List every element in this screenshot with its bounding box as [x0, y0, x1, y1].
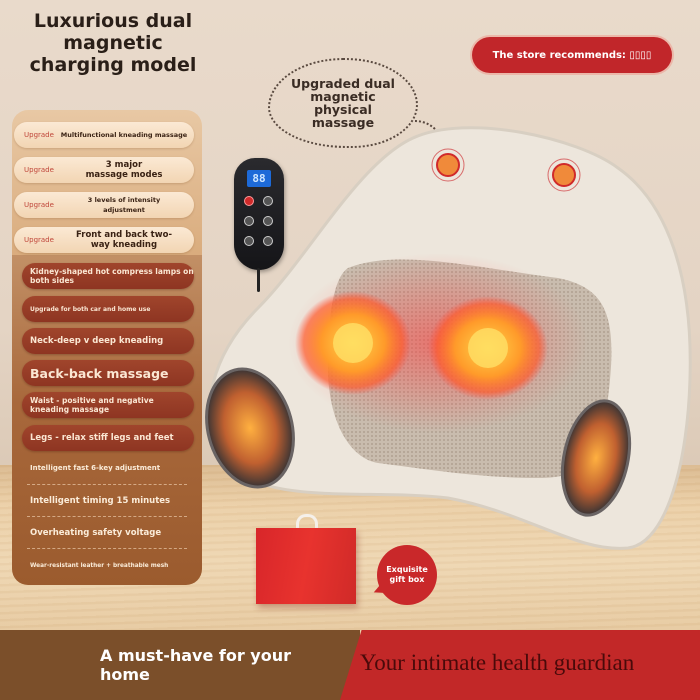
upgrade-tag: Upgrade: [24, 201, 54, 209]
divider: [27, 484, 187, 485]
footer-left-text: A must-have for your home: [100, 646, 291, 684]
feature-item: Neck-deep v deep kneading: [22, 328, 194, 354]
gift-box-image: [256, 528, 356, 604]
feature-item: Upgrade for both car and home use: [22, 296, 194, 322]
upgrade-tag: Upgrade: [24, 166, 54, 174]
direction-button-icon: [244, 216, 254, 226]
massage-pillow-image: [205, 126, 692, 550]
upgrade-text: 3 levels of intensity adjustment: [87, 196, 161, 214]
gift-box-handle: [296, 514, 318, 530]
upgrade-tag: Upgrade: [24, 131, 54, 139]
spec-item: Wear-resistant leather + breathable mesh: [30, 563, 169, 569]
intensity-button-icon: [263, 216, 273, 226]
timer-button-icon: [263, 236, 273, 246]
upgrade-tag: Upgrade: [24, 236, 54, 244]
gift-box-label: Exquisite gift box: [377, 545, 437, 605]
upgrade-text: Multifunctional kneading massage: [60, 131, 188, 139]
feature-item: Back-back massage: [22, 360, 194, 386]
footer-banner: A must-have for your home Your intimate …: [0, 630, 700, 700]
upgrade-item: Upgrade 3 levels of intensity adjustment: [14, 192, 194, 218]
callout-bubble: Upgraded dual magnetic physical massage: [268, 58, 418, 148]
upgrade-text: Front and back two-way kneading: [76, 230, 172, 250]
mode-button-icon: [244, 236, 254, 246]
footer-left: A must-have for your home: [0, 630, 360, 700]
upgrade-text: 3 major massage modes: [85, 160, 163, 180]
footer-right-text: Your intimate health guardian: [360, 650, 635, 675]
spec-item: Intelligent timing 15 minutes: [30, 496, 171, 506]
divider: [27, 516, 187, 517]
spec-item: Overheating safety voltage: [30, 528, 162, 538]
power-button-icon: [244, 196, 254, 206]
upgrade-item: Upgrade 3 major massage modes: [14, 157, 194, 183]
footer-right: Your intimate health guardian: [340, 630, 700, 700]
remote-cord: [257, 268, 260, 292]
feature-item: Kidney-shaped hot compress lamps on both…: [22, 263, 194, 289]
feature-item: Legs - relax stiff legs and feet: [22, 425, 194, 451]
upgrade-item: Upgrade Front and back two-way kneading: [14, 227, 194, 253]
page-title: Luxurious dual magnetic charging model: [29, 10, 197, 76]
remote-control: 88: [234, 158, 284, 270]
spec-item: Intelligent fast 6-key adjustment: [30, 464, 161, 472]
feature-item: Waist - positive and negative kneading m…: [22, 392, 194, 418]
heat-button-icon: [263, 196, 273, 206]
store-recommends-badge[interactable]: The store recommends: ▯▯▯▯: [472, 37, 672, 73]
upgrade-item: Upgrade Multifunctional kneading massage: [14, 122, 194, 148]
divider: [27, 548, 187, 549]
callout-text: Upgraded dual magnetic physical massage: [291, 76, 395, 130]
remote-display: 88: [247, 170, 271, 187]
